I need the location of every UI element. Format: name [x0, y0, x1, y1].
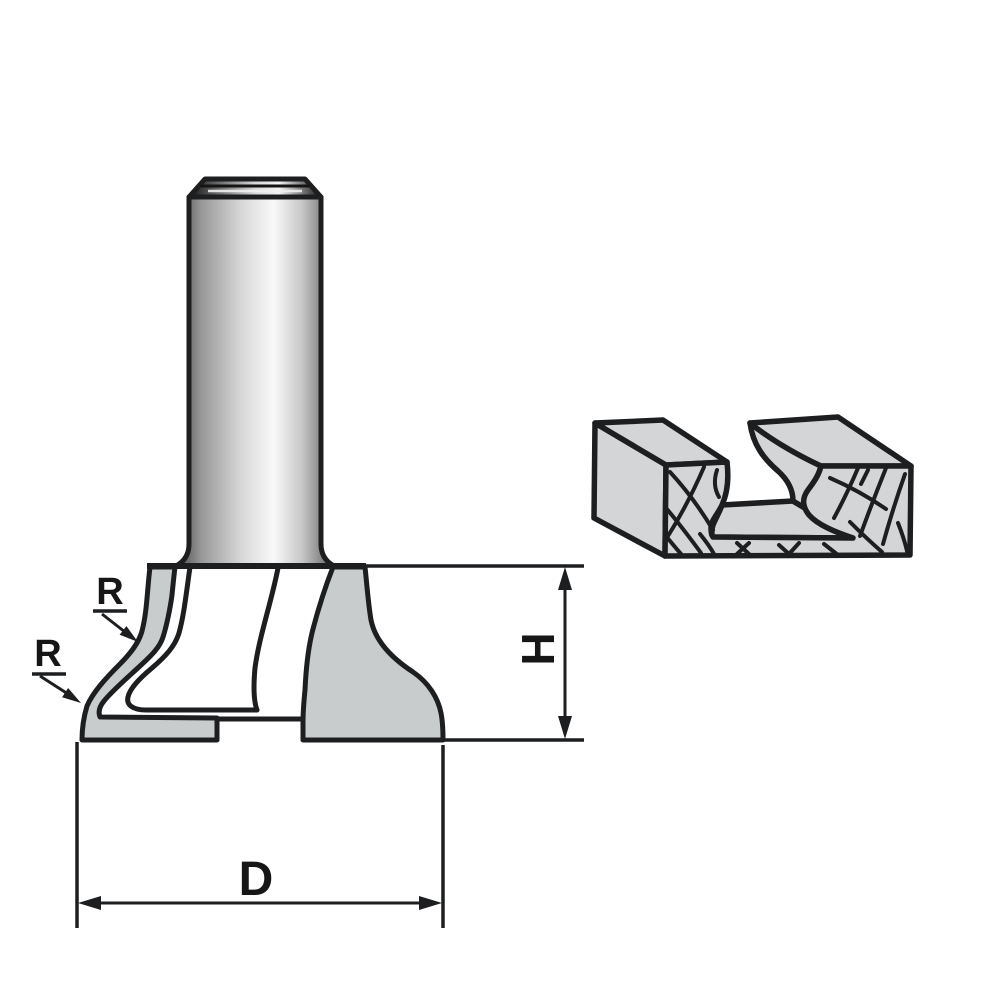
shank-body [173, 194, 337, 569]
dimension-diameter: D [75, 742, 445, 928]
cutter-right-wing [300, 564, 446, 743]
d-arrowhead-right [419, 896, 442, 910]
callout-radius-lower: R [32, 633, 81, 703]
callout-radius-upper: R [93, 571, 138, 642]
dimension-height: H [366, 564, 584, 742]
h-arrowhead-bottom [558, 716, 572, 739]
shank-top-cap [186, 176, 324, 200]
cutter-flute-line [251, 565, 281, 713]
cutter-left-flange [79, 564, 220, 743]
height-label: H [512, 632, 564, 665]
router-bit [79, 176, 446, 743]
radius-lower-leader [39, 674, 69, 696]
d-arrowhead-left [78, 896, 101, 910]
h-arrowhead-top [558, 567, 572, 590]
cutter-relief-curve [125, 564, 260, 713]
wood-grain-marks [664, 465, 909, 557]
wood-profile-block [591, 414, 914, 559]
radius-upper-leader [101, 612, 126, 634]
diameter-label: D [239, 853, 274, 906]
radius-lower-arrowhead [62, 688, 81, 703]
radius-upper-arrowhead [119, 626, 138, 642]
radius-lower-label: R [34, 633, 61, 675]
radius-upper-label: R [96, 571, 123, 613]
